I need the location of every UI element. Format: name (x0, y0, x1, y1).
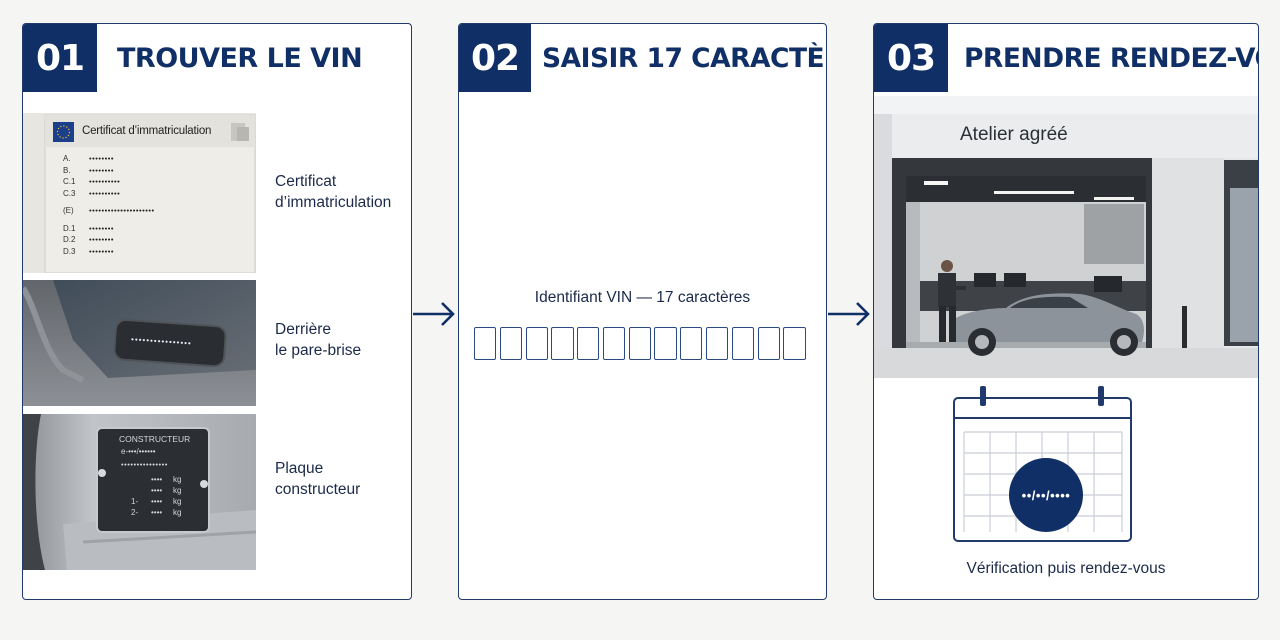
cert-value: ••••••••••••••••••••• (89, 206, 155, 215)
step-3-caption: Vérification puis rendez-vous (966, 560, 1166, 577)
step-1-panel: 01 TROUVER LE VIN Certificat d’immatricu… (22, 23, 412, 600)
cert-field: C.1 (63, 177, 76, 186)
cert-value: •••••••• (89, 165, 115, 175)
step-3-title: PRENDRE RENDEZ-VOUS (964, 42, 1258, 74)
garage-image: Atelier agréé (874, 96, 1258, 378)
cert-field: D.2 (63, 235, 76, 244)
arrow-right-icon (828, 302, 870, 326)
step-3-header: 03 PRENDRE RENDEZ-VOUS (874, 24, 1258, 92)
plate-rows: ••••kg ••••kg 1-••••kg 2-••••kg (131, 474, 181, 518)
step-3-number: 03 (874, 24, 948, 92)
caption-line: d’immatriculation (275, 194, 392, 211)
vin-char-box[interactable] (654, 327, 677, 360)
vin-char-box[interactable] (757, 327, 780, 360)
caption-line: Derrière (275, 321, 331, 338)
vin-char-box[interactable] (602, 327, 626, 360)
cert-field: D.3 (63, 246, 76, 256)
caption-line: Certificat (275, 173, 337, 190)
step-1-number: 01 (23, 24, 97, 92)
vin-char-box[interactable] (577, 327, 600, 360)
certificate-values: •••••••• •••••••• •••••••••• •••••••••• … (89, 153, 155, 257)
cert-value: •••••••• (89, 223, 115, 233)
vin-char-box[interactable] (706, 327, 729, 360)
cert-field: D.1 (63, 223, 76, 233)
cert-value: •••••••• (89, 235, 115, 244)
manufacturer-plate-image: CONSTRUCTEUR e-•••/•••••• ••••••••••••••… (23, 414, 256, 570)
step-3-panel: 03 PRENDRE RENDEZ-VOUS (873, 23, 1259, 600)
certificate-fields: A. B. C.1 C.3 (E) D.1 D.2 D.3 (63, 153, 75, 257)
calendar-date: ••/••/•••• (1009, 458, 1083, 532)
plate-row: 1-••••kg (131, 497, 182, 506)
vin-char-box[interactable] (474, 327, 497, 360)
caption-line: Plaque (275, 460, 324, 477)
vin-char-box[interactable] (628, 327, 651, 360)
caption-windshield: Derrière le pare-brise (275, 319, 361, 361)
cert-value: •••••••• (89, 246, 115, 256)
step-2-panel: 02 SAISIR 17 CARACTÈRES Identifiant VIN … (458, 23, 827, 600)
vin-char-box[interactable] (680, 327, 703, 360)
caption-line: le pare-brise (275, 342, 362, 359)
eu-flag-icon (53, 122, 74, 142)
vin-label: Identifiant VIN — 17 caractères (534, 289, 751, 306)
plate-line-1: e-•••/•••••• (121, 447, 156, 456)
vin-input-boxes[interactable] (474, 327, 806, 360)
plate-row: ••••kg (151, 475, 182, 484)
step-2-number: 02 (459, 24, 531, 92)
cert-value: •••••••••• (89, 177, 121, 186)
caption-line: constructeur (275, 481, 361, 498)
mechanic-figure (938, 260, 966, 342)
caption-plate: Plaque constructeur (275, 458, 360, 500)
arrow-right-icon (413, 302, 455, 326)
plate-row: 2-••••kg (131, 508, 182, 517)
vin-char-box[interactable] (525, 327, 548, 360)
cert-value: •••••••• (89, 154, 115, 163)
cert-field: A. (63, 154, 71, 163)
step-1-header: 01 TROUVER LE VIN (23, 24, 411, 92)
vin-char-box[interactable] (731, 327, 754, 360)
step-1-title: TROUVER LE VIN (117, 42, 363, 74)
certificate-title: Certificat d’immatriculation (82, 125, 212, 137)
plate-line-2: ••••••••••••••• (121, 460, 168, 469)
car-icon (952, 293, 1144, 356)
certificate-image: Certificat d’immatriculation A. B. C.1 C… (23, 113, 256, 273)
vin-char-box[interactable] (499, 327, 522, 360)
cert-value: •••••••••• (89, 188, 121, 198)
vin-char-box[interactable] (783, 327, 806, 360)
step-2-header: 02 SAISIR 17 CARACTÈRES (459, 24, 826, 92)
garage-sign: Atelier agréé (960, 124, 1068, 145)
caption-certificate: Certificat d’immatriculation (275, 171, 391, 213)
cert-field: B. (63, 165, 71, 175)
windshield-image: •••••••••••••••• (23, 280, 256, 406)
plate-row: ••••kg (151, 486, 182, 495)
cert-field: C.3 (63, 188, 76, 198)
cert-field: (E) (63, 206, 74, 215)
plate-title: CONSTRUCTEUR (119, 434, 191, 444)
vin-char-box[interactable] (551, 327, 574, 360)
step-2-title: SAISIR 17 CARACTÈRES (542, 42, 826, 74)
